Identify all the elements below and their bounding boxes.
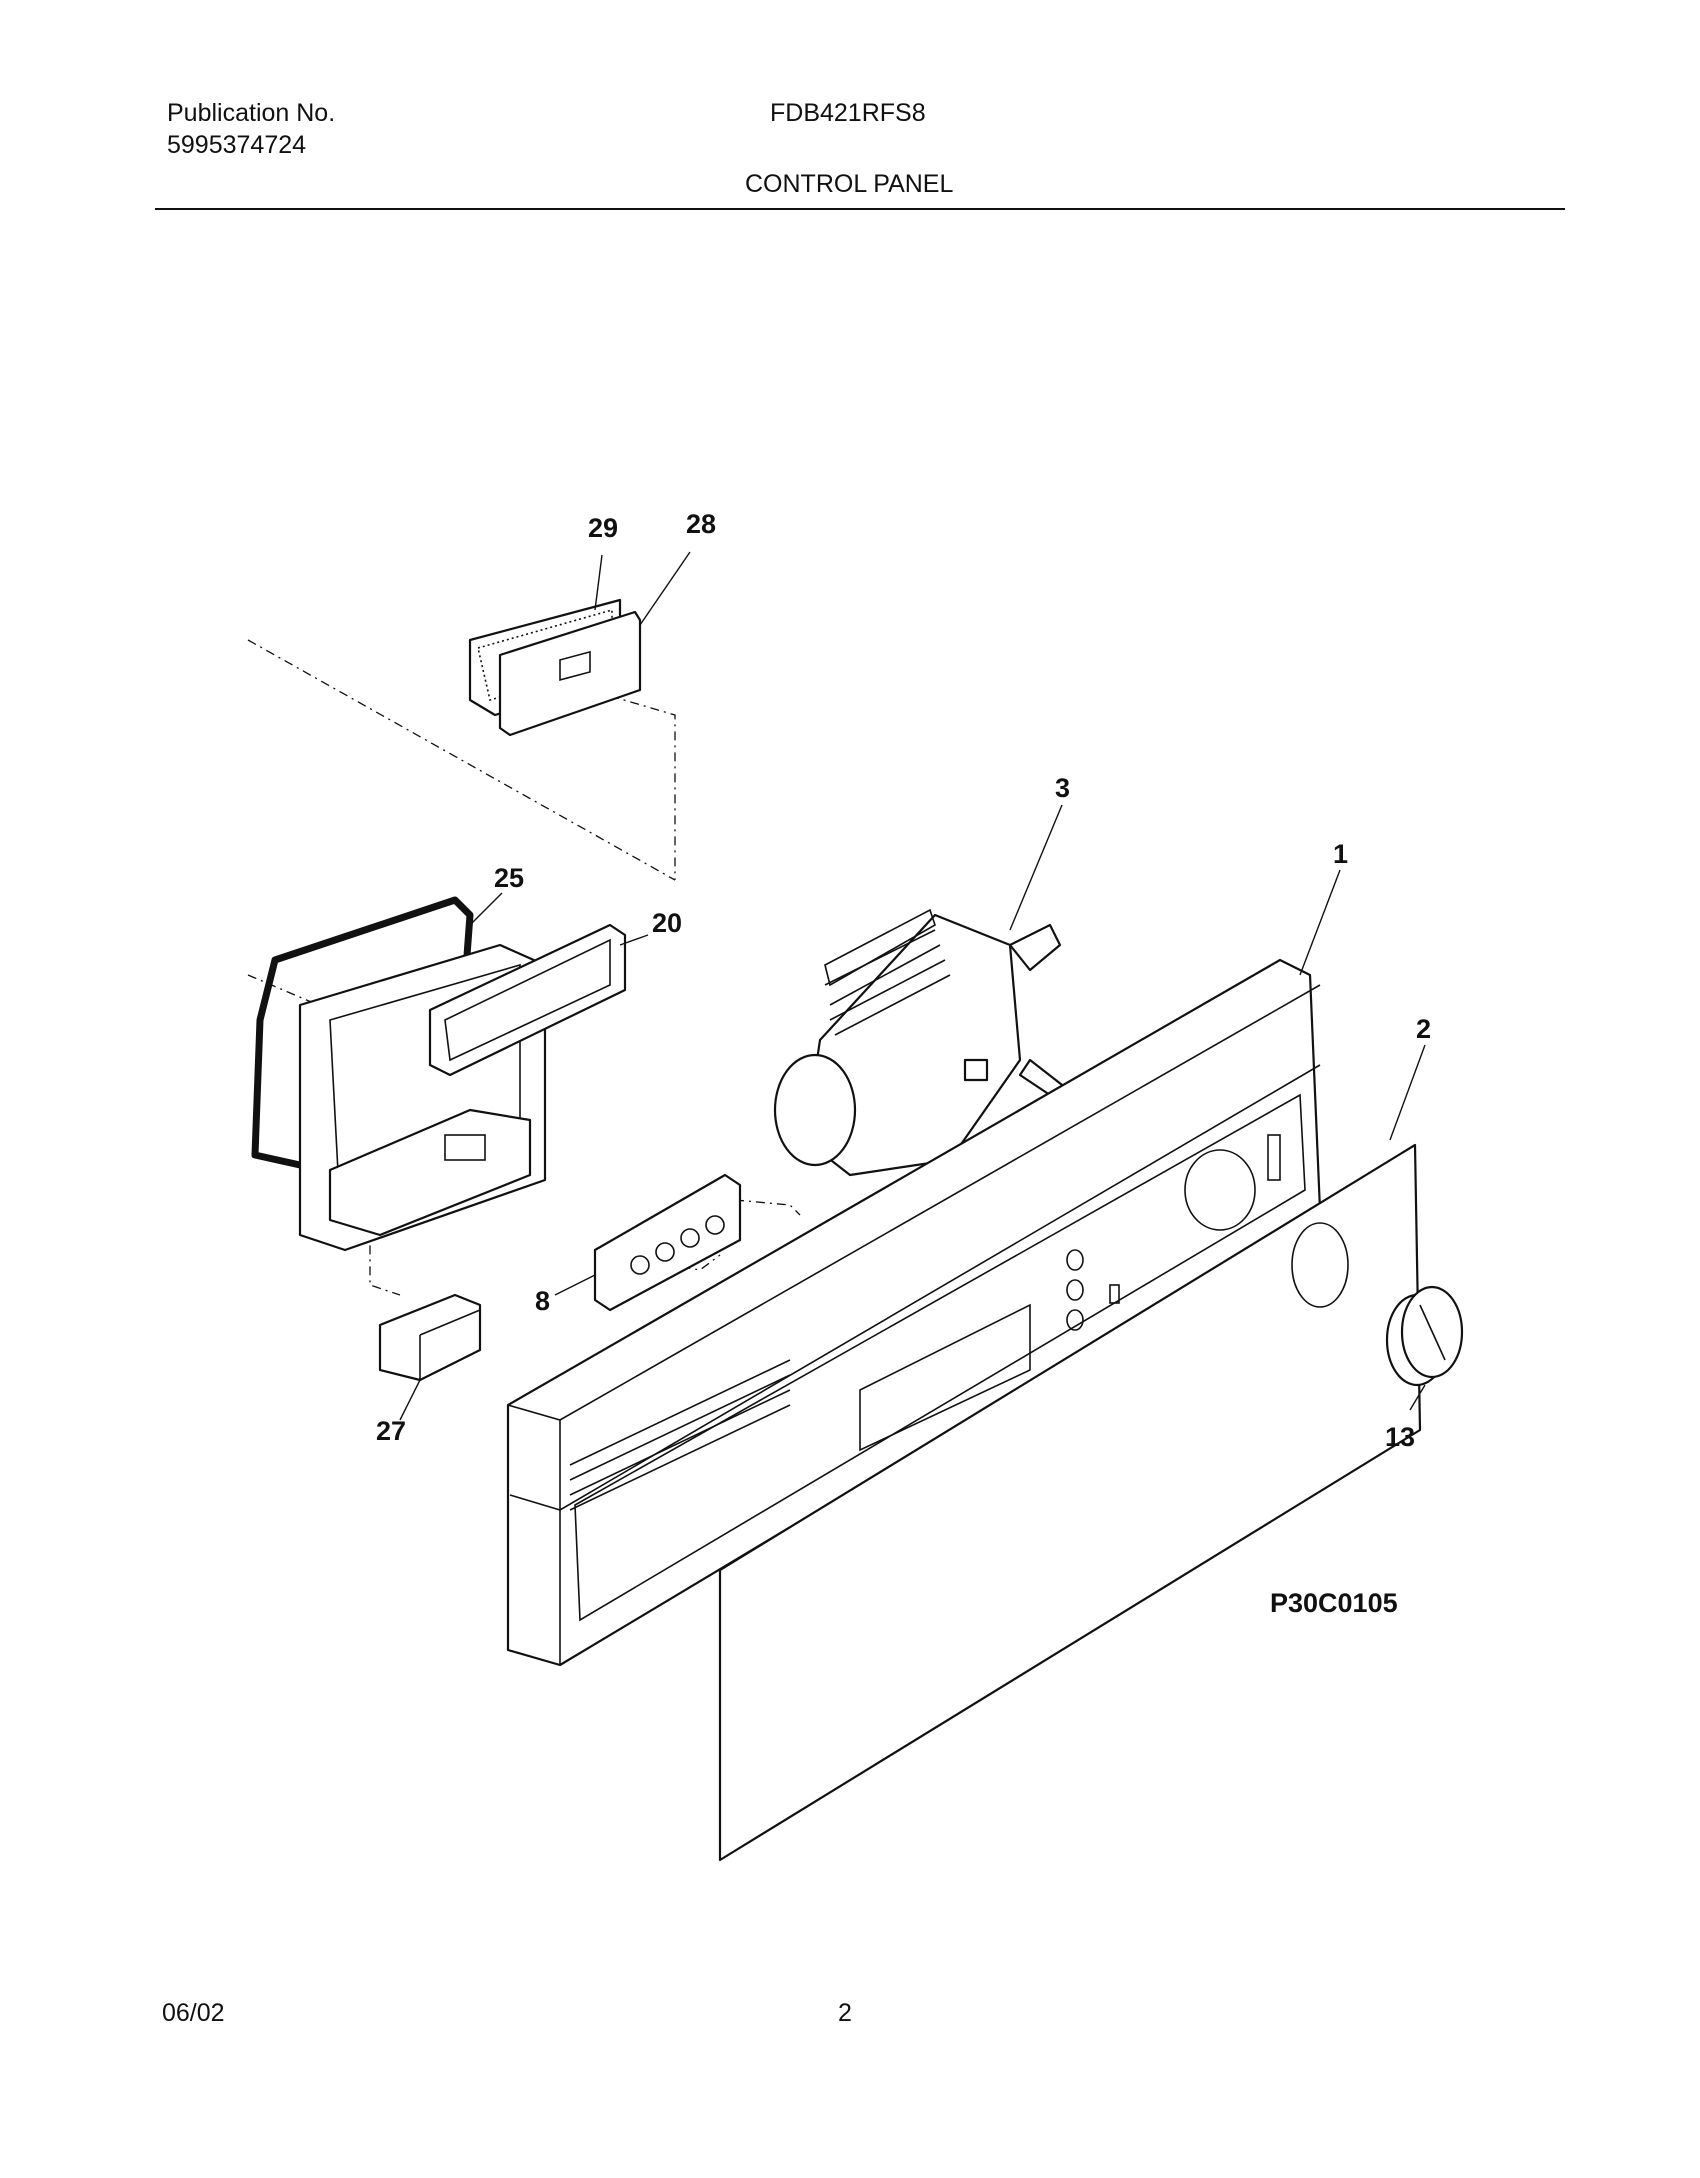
callout-labels: 29 28 3 1 25 20 2 8 27 13 [376, 509, 1431, 1452]
callout-leader-lines [399, 551, 1426, 1421]
part-2-control-overlay [718, 1143, 1422, 1862]
part-27-connector [378, 1293, 482, 1382]
part-8-push-button-switch [593, 1173, 742, 1312]
callout-29: 29 [588, 513, 618, 543]
callout-20: 20 [652, 908, 682, 938]
callout-3: 3 [1055, 773, 1070, 803]
figure-code: P30C0105 [1270, 1588, 1398, 1618]
callout-28: 28 [686, 509, 716, 539]
part-20-dispenser-housing [298, 923, 627, 1252]
callout-2: 2 [1416, 1014, 1431, 1044]
part-3-timer [773, 908, 1082, 1177]
callout-25: 25 [494, 863, 524, 893]
callout-1: 1 [1333, 839, 1348, 869]
part-28-cover-plate [498, 610, 642, 737]
section-title: CONTROL PANEL [745, 170, 954, 198]
callout-13: 13 [1385, 1422, 1415, 1452]
model-number: FDB421RFS8 [770, 99, 926, 127]
page-number: 2 [838, 1999, 852, 2027]
callout-8: 8 [535, 1286, 550, 1316]
header-rule [155, 208, 1565, 210]
publication-date: 06/02 [162, 1999, 225, 2027]
callout-27: 27 [376, 1416, 406, 1446]
part-13-selector-knob [1385, 1285, 1464, 1387]
publication-label: Publication No. [167, 99, 336, 127]
publication-number: 5995374724 [167, 131, 307, 159]
